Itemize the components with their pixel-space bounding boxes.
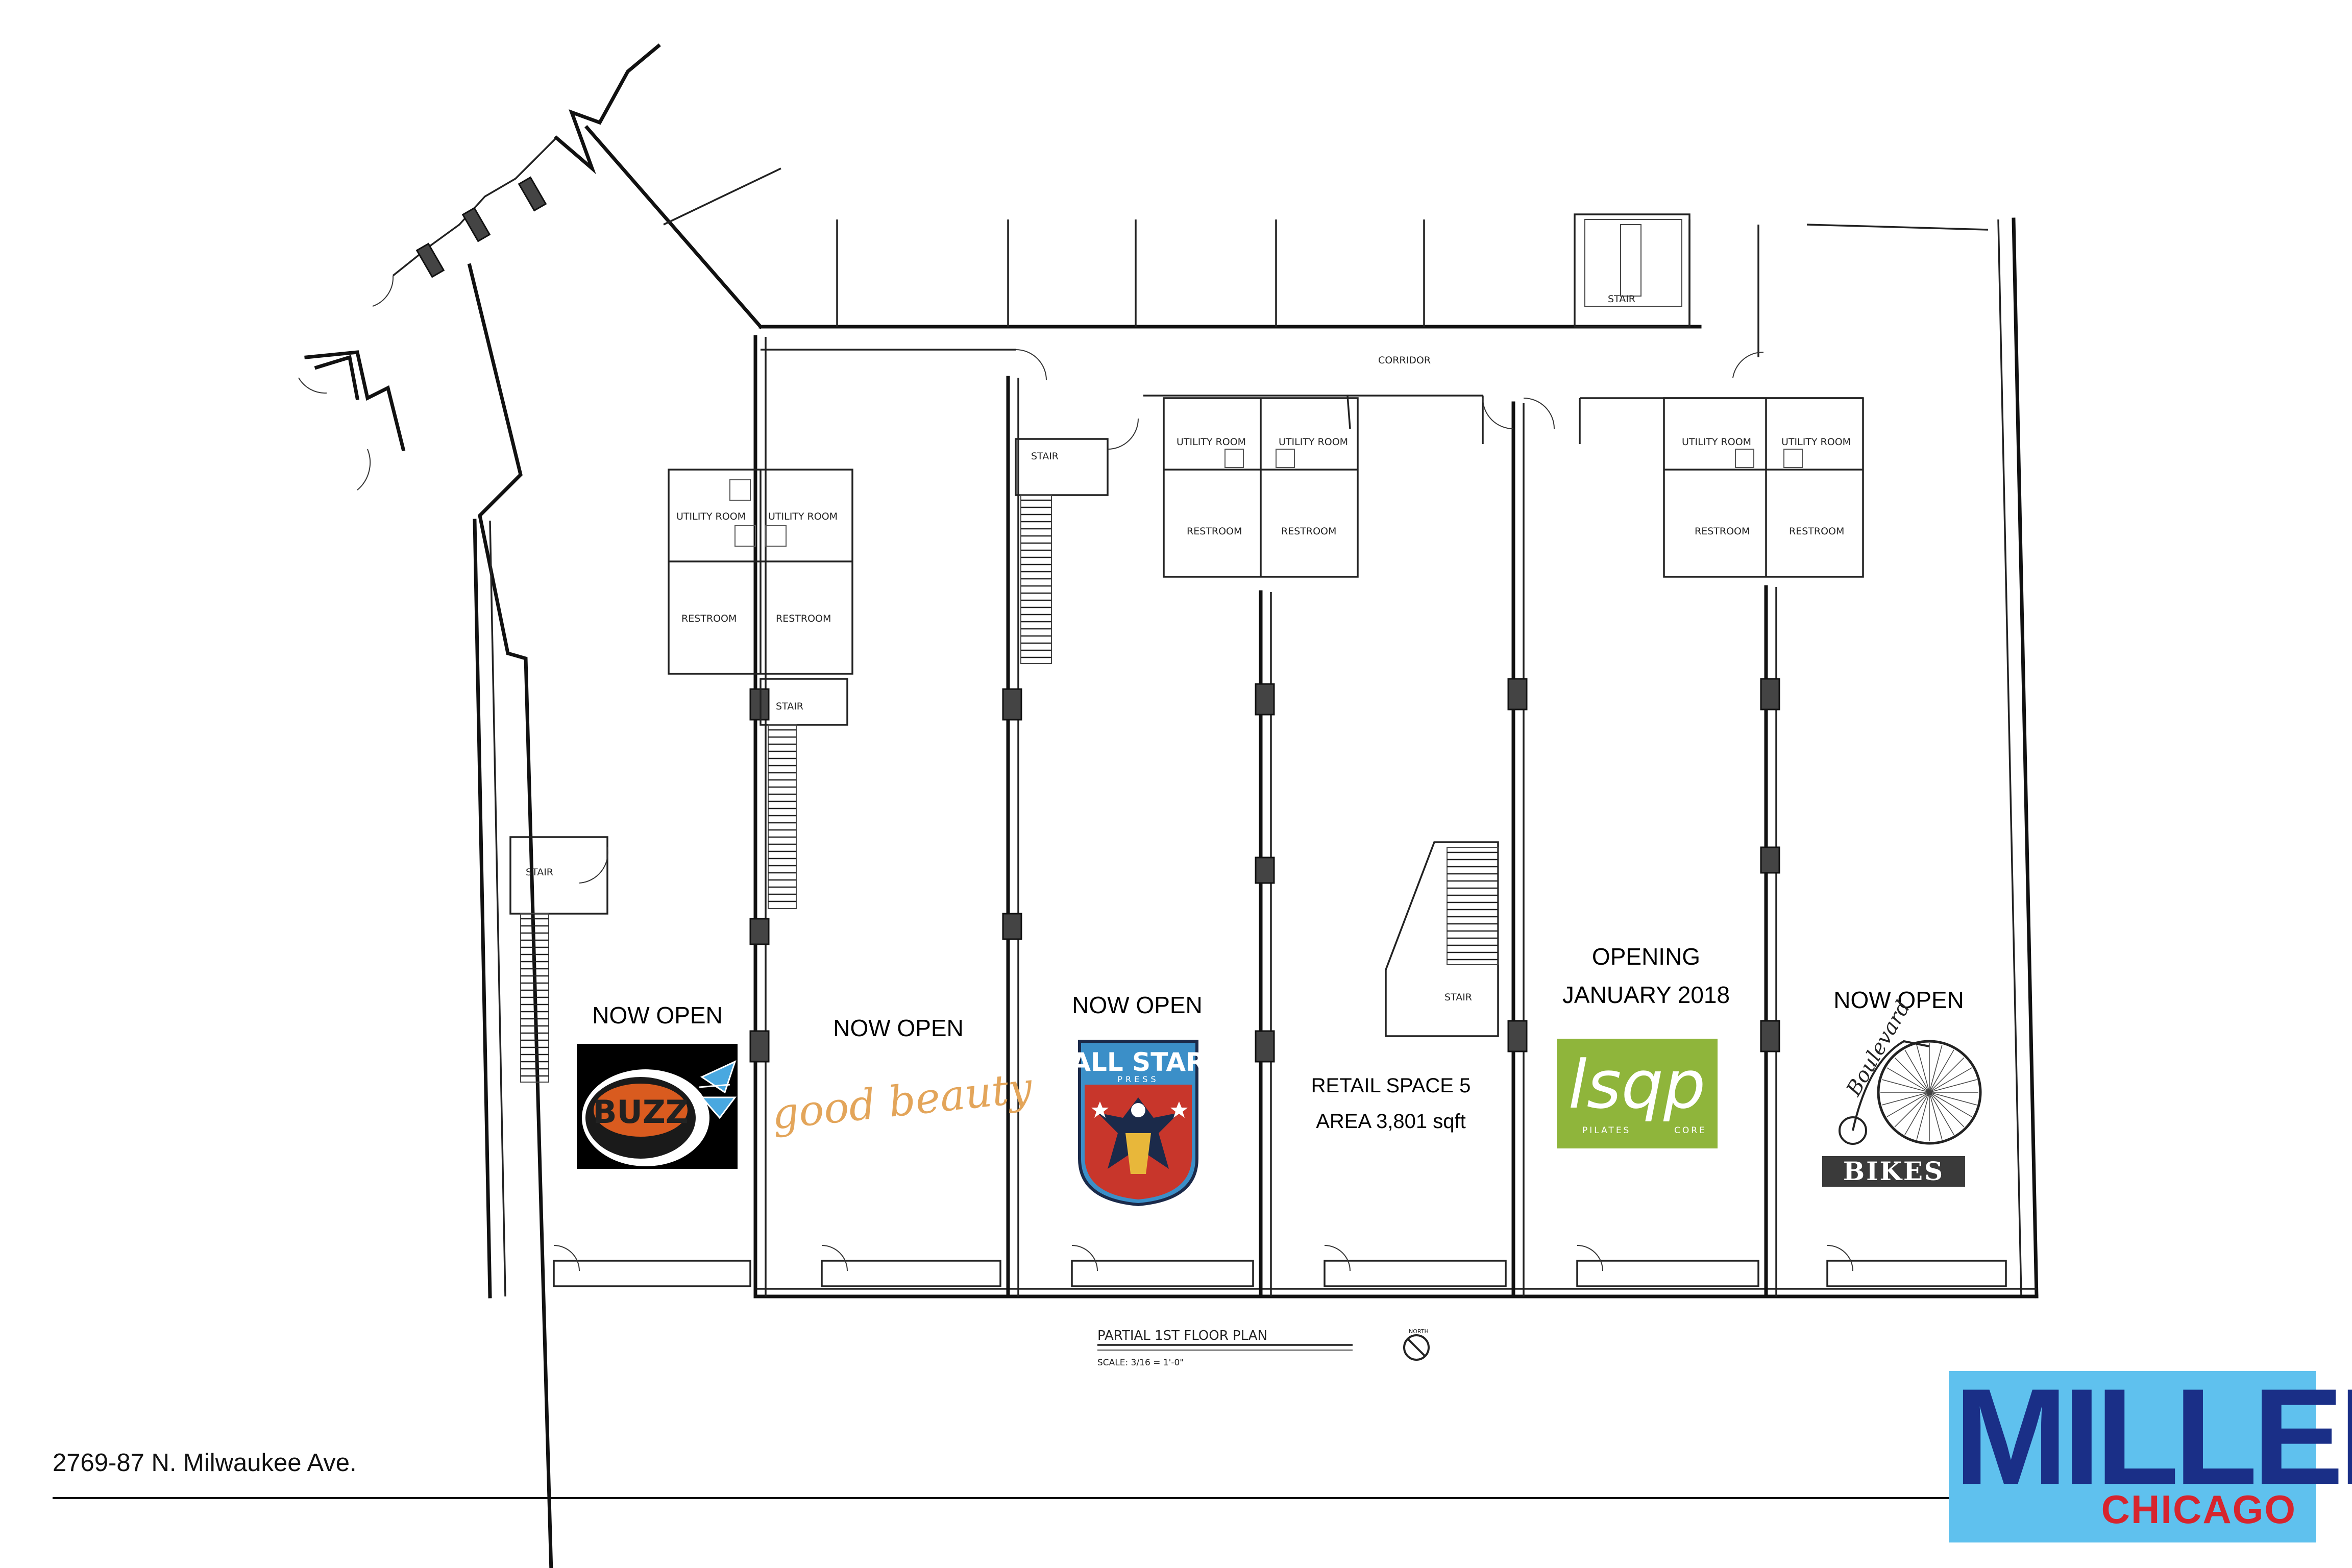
buzz-status: NOW OPEN: [592, 1002, 723, 1028]
bike-spoke: [1929, 1079, 1977, 1093]
west-stair: STAIR: [473, 519, 608, 1298]
restroom-block-3: UTILITY ROOM UTILITY ROOM RESTROOM RESTR…: [1663, 397, 1864, 578]
bike-spoke: [1929, 1092, 1965, 1128]
lsqp-logo: lsqp PILATES CORE: [1557, 1039, 1718, 1148]
lsqp-logo-sub-left: PILATES: [1582, 1125, 1631, 1136]
storefronts: [553, 1245, 2007, 1287]
restroom-2b: RESTROOM: [1281, 526, 1336, 537]
bike-spoke: [1916, 1045, 1930, 1093]
boulevard-bikes-logo: Boulevard BIKES: [1822, 997, 1982, 1187]
north-stair-label: STAIR: [1608, 293, 1635, 305]
lsqp-logo-text: lsqp: [1569, 1046, 1706, 1123]
restroom-block-1: UTILITY ROOM UTILITY ROOM RESTROOM RESTR…: [668, 469, 853, 675]
bike-spoke: [1929, 1092, 1977, 1106]
utility-room-1a: UTILITY ROOM: [676, 511, 746, 522]
bike-spoke: [1894, 1092, 1930, 1128]
bike-spoke: [1904, 1092, 1930, 1135]
storefront-door: [1071, 1245, 1098, 1271]
stair-4: STAIR: [1385, 841, 1499, 1037]
demising-walls: [749, 335, 1780, 1298]
restroom-block-2: UTILITY ROOM UTILITY ROOM RESTROOM RESTR…: [1163, 397, 1359, 578]
boulevard-status: NOW OPEN: [1833, 987, 1964, 1013]
good-beauty-status: NOW OPEN: [833, 1015, 964, 1041]
bike-spoke: [1929, 1067, 1972, 1093]
utility-room-1b: UTILITY ROOM: [768, 511, 838, 522]
retail-space-5-area: AREA 3,801 sqft: [1316, 1110, 1466, 1133]
buzz-logo-text: BUZZ: [593, 1093, 689, 1131]
utility-room-2a: UTILITY ROOM: [1177, 436, 1246, 448]
utility-room-3b: UTILITY ROOM: [1781, 436, 1851, 448]
all-star-logo-subtext: PRESS: [1117, 1074, 1159, 1084]
bike-spoke: [1886, 1067, 1930, 1093]
bike-spoke: [1929, 1092, 1954, 1135]
west-stair-label: STAIR: [526, 867, 553, 878]
all-star-status: NOW OPEN: [1072, 992, 1203, 1018]
utility-room-2b: UTILITY ROOM: [1279, 436, 1348, 448]
storefront-door: [821, 1245, 848, 1271]
corridor-label: CORRIDOR: [1378, 355, 1431, 366]
storefront-door: [1827, 1245, 1853, 1271]
stair-2: STAIR: [760, 678, 848, 909]
plan-scale: SCALE: 3/16 = 1'-0": [1097, 1358, 1184, 1368]
storefront-frame: [821, 1260, 1001, 1287]
storefront-door: [1577, 1245, 1603, 1271]
storefront-frame: [1324, 1260, 1507, 1287]
bike-spoke: [1886, 1092, 1930, 1117]
stair-4-label: STAIR: [1444, 992, 1472, 1003]
restroom-3a: RESTROOM: [1695, 526, 1750, 537]
boulevard-logo-text: BIKES: [1843, 1156, 1944, 1186]
footer-rule: [53, 1497, 1951, 1499]
storefront-frame: [1826, 1260, 2007, 1287]
lsqp-status-line2: JANUARY 2018: [1562, 982, 1730, 1008]
plan-title: PARTIAL 1ST FLOOR PLAN: [1097, 1328, 1267, 1343]
buzz-logo: BUZZ: [577, 1044, 738, 1169]
retail-space-5-name: RETAIL SPACE 5: [1311, 1074, 1471, 1097]
storefront-frame: [1576, 1260, 1759, 1287]
bike-spoke: [1929, 1092, 1972, 1117]
stair-3-label: STAIR: [1031, 451, 1059, 462]
plan-title-block: PARTIAL 1ST FLOOR PLAN SCALE: 3/16 = 1'-…: [1097, 1328, 1430, 1368]
utility-room-3a: UTILITY ROOM: [1682, 436, 1751, 448]
corridor-doors: [1015, 349, 1764, 429]
bike-spoke: [1929, 1049, 1954, 1093]
restroom-1a: RESTROOM: [681, 613, 737, 624]
angled-facade: [298, 43, 781, 1568]
all-star-logo: ALL STAR PRESS: [1071, 1040, 1206, 1207]
restroom-3b: RESTROOM: [1789, 526, 1844, 537]
storefront-frame: [1071, 1260, 1254, 1287]
bike-spoke: [1882, 1079, 1930, 1093]
north-arrow-label: NORTH: [1409, 1328, 1429, 1335]
bike-spoke: [1929, 1057, 1965, 1093]
outer-walls: [753, 217, 2039, 1298]
bike-spoke: [1929, 1092, 1943, 1140]
storefront-door: [553, 1245, 580, 1271]
bike-spoke: [1916, 1092, 1930, 1140]
north-stair: STAIR: [1574, 213, 1690, 328]
bike-spoke: [1882, 1092, 1930, 1106]
lsqp-status-line1: OPENING: [1592, 943, 1700, 970]
restroom-2a: RESTROOM: [1187, 526, 1242, 537]
lsqp-logo-sub-right: CORE: [1674, 1125, 1707, 1136]
bike-spoke: [1929, 1045, 1943, 1093]
bike-spoke: [1904, 1049, 1930, 1093]
stair-2-label: STAIR: [776, 701, 803, 712]
good-beauty-logo: good beauty: [770, 1063, 1036, 1139]
miller-chicago-logo: MILLER CHICAGO: [1949, 1368, 2352, 1542]
storefront-frame: [553, 1260, 751, 1287]
brand-miller-text: MILLER: [1954, 1360, 2352, 1513]
stair-3: STAIR: [1015, 418, 1139, 664]
brand-chicago-text: CHICAGO: [2101, 1487, 2296, 1532]
bike-spoke: [1894, 1057, 1930, 1093]
good-beauty-logo-text: good beauty: [770, 1063, 1036, 1139]
all-star-logo-text: ALL STAR: [1071, 1047, 1205, 1077]
storefront-door: [1324, 1245, 1351, 1271]
restroom-1b: RESTROOM: [776, 613, 831, 624]
property-address: 2769-87 N. Milwaukee Ave.: [53, 1449, 357, 1477]
